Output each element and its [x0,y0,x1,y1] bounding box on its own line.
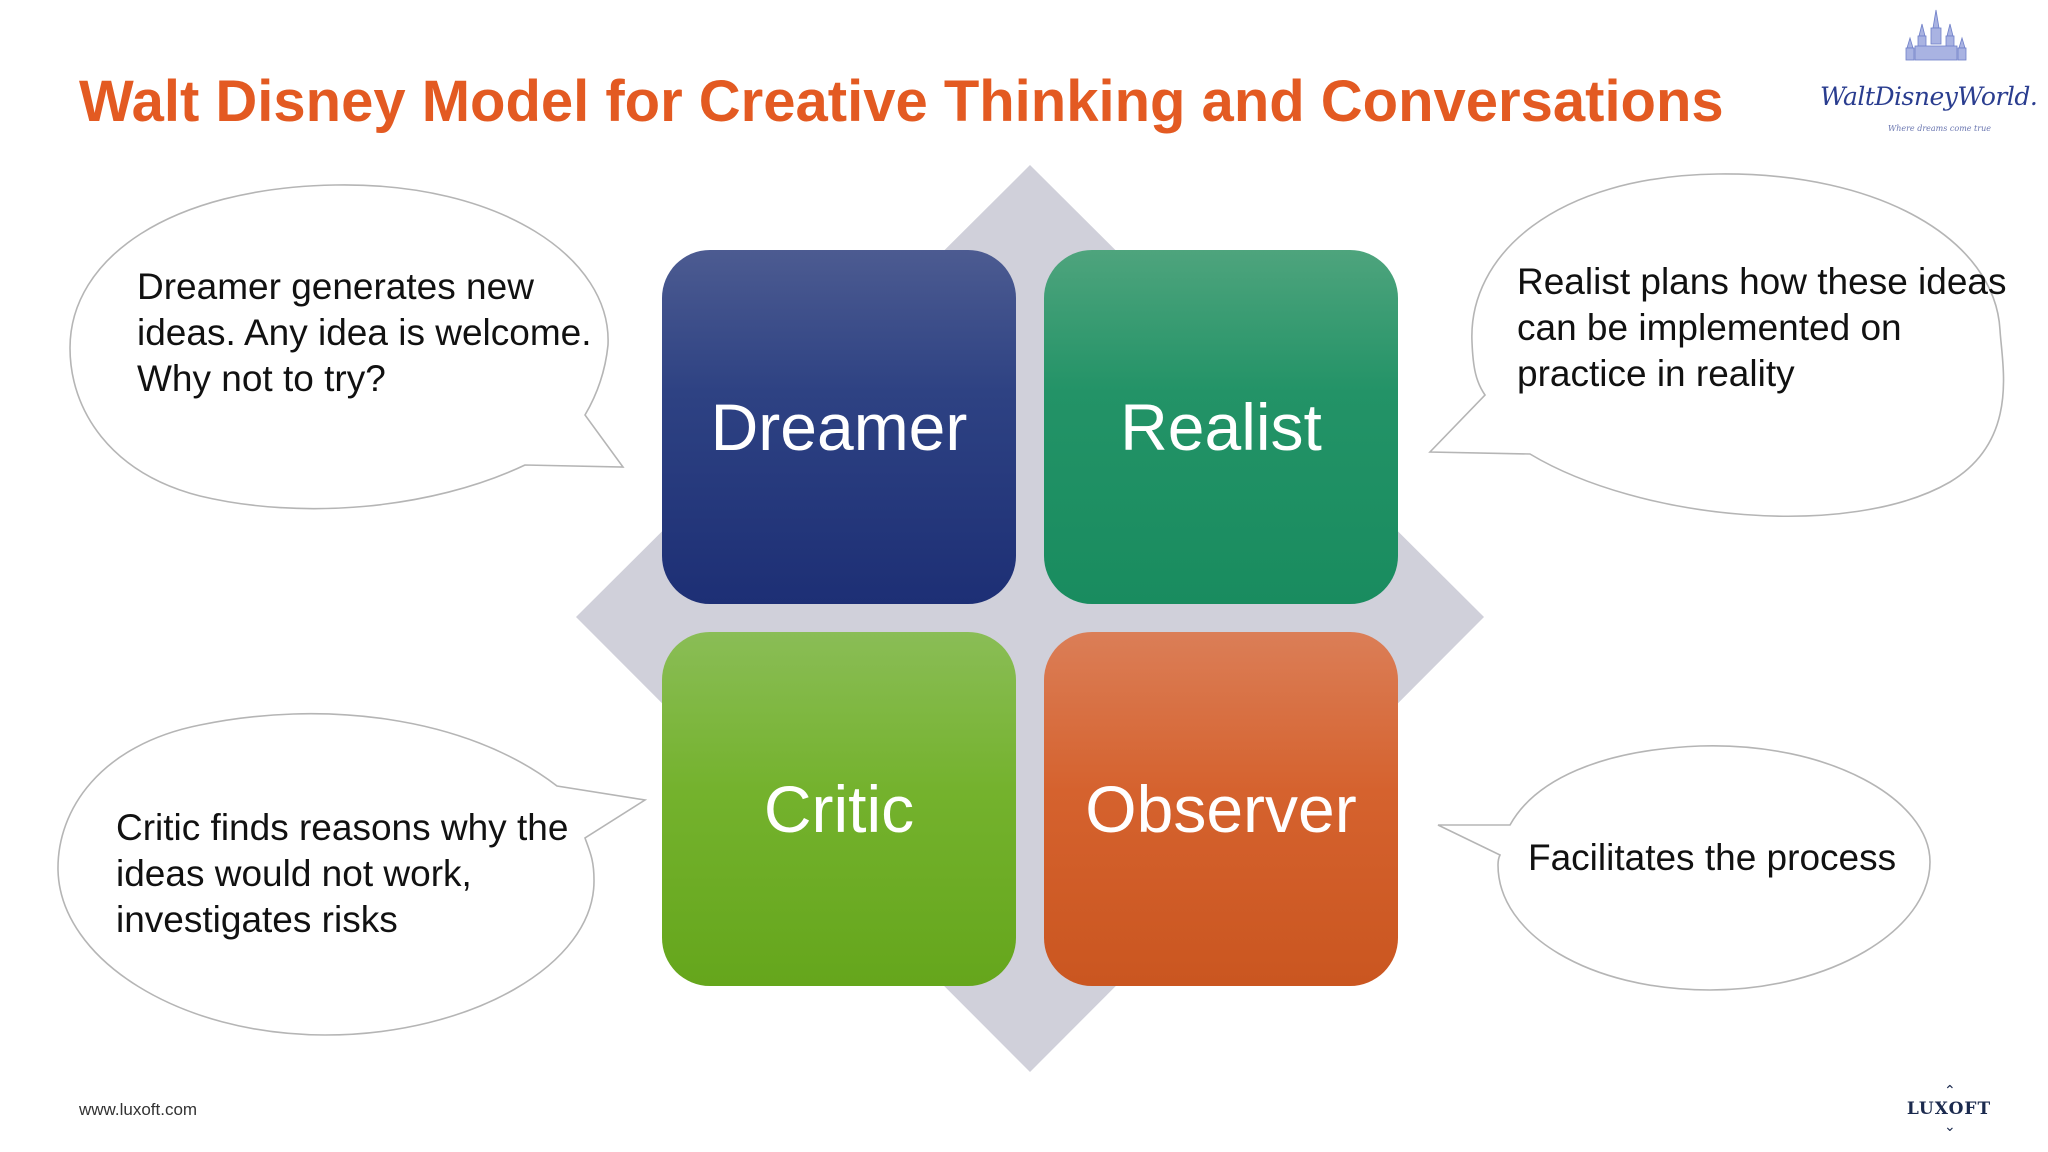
critic-label: Critic [763,772,915,846]
realist-box: Realist [1044,250,1398,604]
disney-logo-text: WaltDisneyWorld. [1820,82,2038,111]
observer-box: Observer [1044,632,1398,986]
realist-description: Realist plans how these ideas can be imp… [1517,261,2007,394]
caret-up-icon: ⌃ [1944,1083,1956,1099]
observer-label: Observer [1085,772,1357,846]
castle-icon [1905,9,1967,61]
disney-world-logo: WaltDisneyWorld. Where dreams come true [1818,6,2038,146]
disney-tagline: Where dreams come true [1888,124,1991,133]
dreamer-description: Dreamer generates new ideas. Any idea is… [137,266,592,399]
luxoft-logo-text: LUXOFT [1906,1099,1992,1119]
observer-speech-bubble [1437,745,1931,991]
dreamer-label: Dreamer [710,390,968,464]
realist-speech-bubble [1428,173,2005,518]
critic-speech-bubble [57,712,648,1036]
observer-description: Facilitates the process [1528,837,1897,878]
critic-description: Critic finds reasons why the ideas would… [116,807,569,940]
page-title: Walt Disney Model for Creative Thinking … [79,69,1724,134]
footer-url: www.luxoft.com [79,1100,198,1119]
luxoft-logo: ⌃ LUXOFT ⌄ [1904,1082,1994,1135]
dreamer-box: Dreamer [662,250,1016,604]
caret-down-icon: ⌄ [1944,1119,1956,1135]
critic-box: Critic [662,632,1016,986]
realist-label: Realist [1120,390,1322,464]
dreamer-speech-bubble [69,184,625,510]
